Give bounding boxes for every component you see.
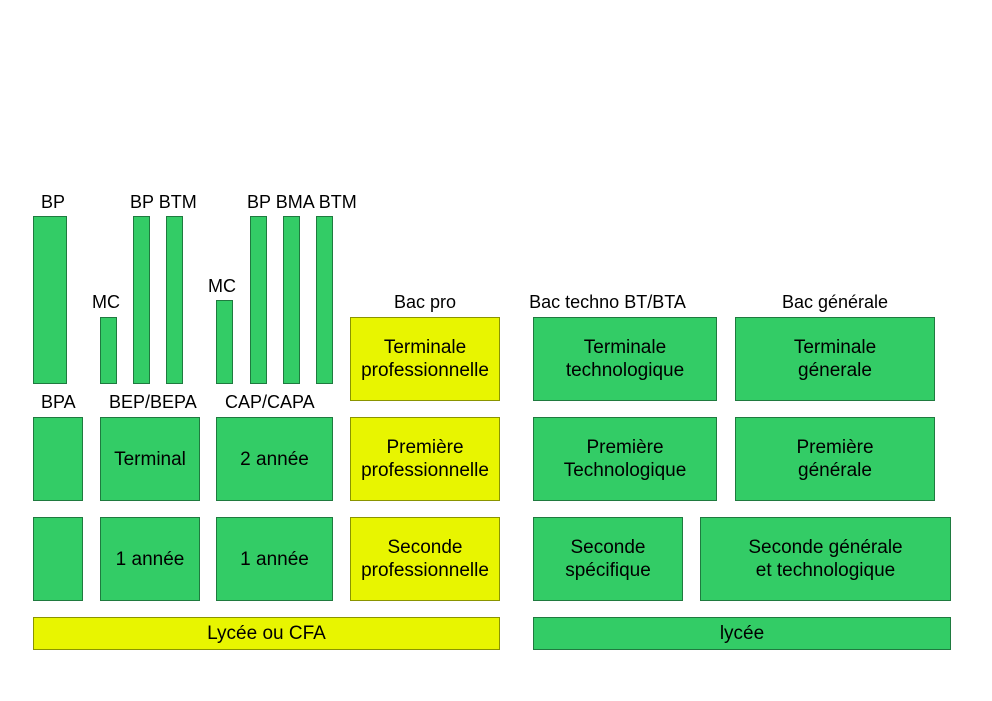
terminale-techno-line2: technologique [565,360,685,381]
premiere-techno-line2: Technologique [563,460,687,481]
premiere-pro-line1: Première [386,437,464,458]
cap-2annee-box: 2 année [216,417,333,501]
seconde-pro-line1: Seconde [387,537,463,558]
bp-bar-3 [250,216,267,384]
mc-bar-1 [100,317,117,384]
bp-bar-2 [133,216,150,384]
bpa-block-upper [33,417,83,501]
bp-label: BP [41,192,66,212]
premiere-techno-box: Première Technologique [533,417,717,501]
terminale-generale-box: Terminale génerale [735,317,935,401]
terminale-techno-box: Terminale technologique [533,317,717,401]
premiere-generale-box: Première générale [735,417,935,501]
bp-bar [33,216,67,384]
seconde-gt-line2: et technologique [755,560,896,581]
seconde-pro-box: Seconde professionnelle [350,517,500,601]
bep-terminal-text: Terminal [114,448,186,470]
bpa-block-lower [33,517,83,601]
bep-1annee-text: 1 année [115,548,185,570]
mc-bar-2 [216,300,233,384]
bac-pro-header: Bac pro [393,292,457,312]
bma-bar [283,216,300,384]
bep-terminal-box: Terminal [100,417,200,501]
lycee-cfa-bar: Lycée ou CFA [33,617,500,650]
premiere-pro-box: Première professionnelle [350,417,500,501]
bp-btm-label: BP BTM [130,192,197,212]
premiere-generale-line2: générale [798,460,872,481]
lycee-text: lycée [719,623,765,644]
bac-techno-header: Bac techno BT/BTA [529,292,686,312]
seconde-pro-line2: professionnelle [361,560,489,581]
lycee-cfa-text: Lycée ou CFA [207,623,326,644]
bpa-label: BPA [41,392,76,412]
premiere-techno-line1: Première [586,437,664,458]
cap-1annee-text: 1 année [240,548,309,570]
btm-bar-2 [316,216,333,384]
bep-bepa-label: BEP/BEPA [109,392,197,412]
terminale-pro-line1: Terminale [383,337,467,358]
premiere-generale-line1: Première [796,437,874,458]
bep-1annee-box: 1 année [100,517,200,601]
btm-bar-1 [166,216,183,384]
seconde-gt-box: Seconde générale et technologique [700,517,951,601]
cap-2annee-text: 2 année [240,448,309,470]
seconde-gt-line1: Seconde générale [748,537,903,558]
terminale-pro-box: Terminale professionnelle [350,317,500,401]
lycee-bar: lycée [533,617,951,650]
cap-capa-label: CAP/CAPA [225,392,315,412]
terminale-pro-line2: professionnelle [361,360,489,381]
terminale-generale-line1: Terminale [793,337,877,358]
seconde-specifique-line2: spécifique [565,560,651,581]
bac-generale-header: Bac générale [781,292,889,312]
seconde-specifique-line1: Seconde [570,537,646,558]
terminale-generale-line2: génerale [798,360,872,381]
bp-bma-btm-label: BP BMA BTM [247,192,357,212]
cap-1annee-box: 1 année [216,517,333,601]
terminale-techno-line1: Terminale [583,337,667,358]
premiere-pro-line2: professionnelle [361,460,489,481]
mc-label-1: MC [92,292,120,312]
mc-label-2: MC [208,276,236,296]
seconde-specifique-box: Seconde spécifique [533,517,683,601]
